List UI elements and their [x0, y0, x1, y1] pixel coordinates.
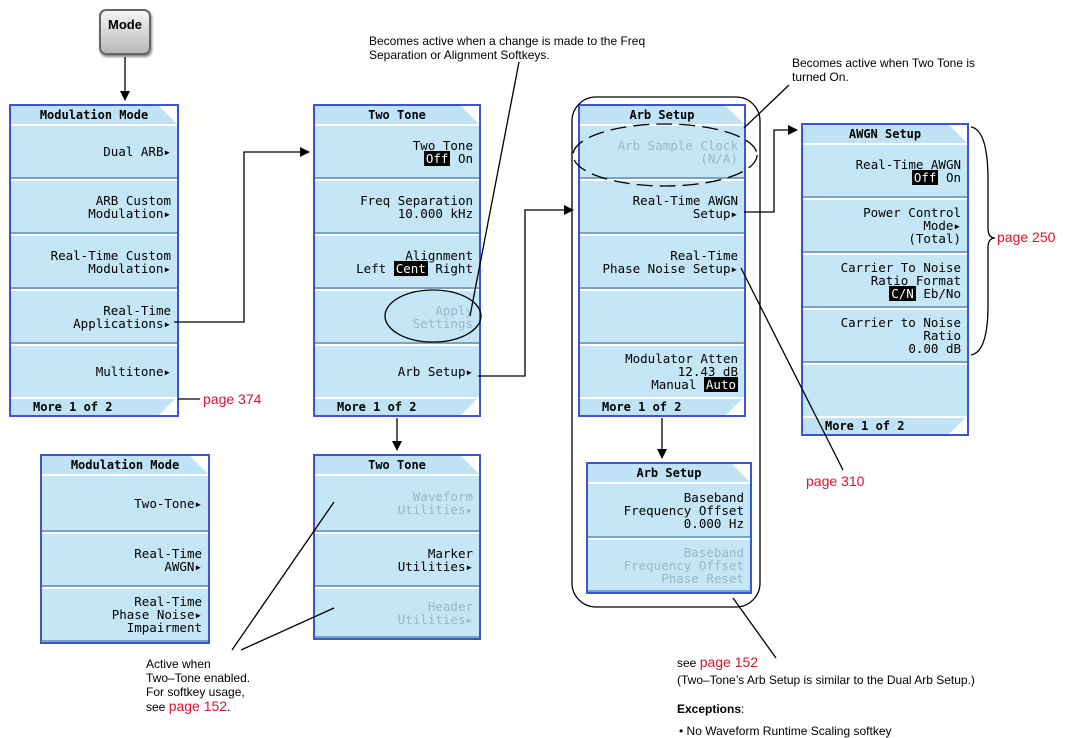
arrow-arb-setup-to-menu: [478, 205, 574, 377]
menu-title: AWGN Setup: [803, 125, 967, 144]
leader-see-page-152: [732, 597, 777, 659]
menu-title: Two Tone: [315, 106, 479, 125]
leader-two-tone-on-note: [743, 84, 790, 129]
softkey-arb-setup[interactable]: Arb Setup▸: [315, 344, 479, 399]
ref-page-152-a: page 152: [168, 698, 228, 714]
menu-title: Modulation Mode: [42, 456, 208, 475]
mode-label: Mode: [108, 17, 142, 32]
ref-page-310: page 310: [806, 473, 865, 489]
ref-page-250: page 250: [997, 229, 1056, 245]
softkey-blank: [580, 289, 744, 344]
arrow-awgn-setup-to-menu: [744, 125, 798, 213]
softkey-blank: [803, 363, 967, 418]
note-similar: (Two–Tone’s Arb Setup is similar to the …: [677, 673, 975, 687]
softkey-more[interactable]: More 1 of 2: [580, 397, 744, 415]
ref-page-152-b: page 152: [699, 654, 759, 670]
softkey-cn-ratio-format[interactable]: Carrier To Noise Ratio Format C/N Eb/No: [803, 253, 967, 308]
ref-page-374: page 374: [203, 391, 262, 407]
awgn-setup-menu: AWGN Setup Real-Time AWGN Off On Power C…: [801, 123, 969, 436]
mode-hardkey[interactable]: Mode: [99, 9, 151, 55]
brace-page-250: [970, 126, 996, 356]
softkey-more[interactable]: More 1 of 2: [803, 416, 967, 434]
softkey-alignment[interactable]: Alignment Left Cent Right: [315, 234, 479, 289]
arb-setup-menu: Arb Setup Arb Sample Clock(N/A) Real-Tim…: [578, 104, 746, 417]
menu-title: Modulation Mode: [11, 106, 177, 125]
menu-title: Arb Setup: [588, 464, 750, 483]
note-active-when: Active when Two–Tone enabled. For softke…: [146, 657, 251, 714]
note-freq-separation: Becomes active when a change is made to …: [369, 34, 646, 62]
two-tone-menu: Two Tone Two Tone Off On Freq Separation…: [313, 104, 481, 417]
note-exceptions: Exceptions:: [677, 702, 745, 716]
note-see-page: see page 152: [677, 654, 759, 670]
menu-title: Arb Setup: [580, 106, 744, 125]
softkey-arb-sample-clock[interactable]: Arb Sample Clock(N/A): [580, 124, 744, 179]
note-exception-item: • No Waveform Runtime Scaling softkey: [679, 724, 892, 738]
softkey-modulator-atten[interactable]: Modulator Atten 12.43 dB Manual Auto: [580, 344, 744, 399]
menu-title: Two Tone: [315, 456, 479, 475]
softkey-multitone[interactable]: Multitone▸: [11, 344, 177, 399]
softkey-more[interactable]: More 1 of 2: [11, 397, 177, 415]
softkey-realtime-awgn-toggle[interactable]: Real-Time AWGN Off On: [803, 143, 967, 198]
softkey-two-tone[interactable]: Two-Tone▸: [42, 474, 208, 532]
note-two-tone-on: Becomes active when Two Tone is turned O…: [792, 56, 975, 84]
softkey-dual-arb[interactable]: Dual ARB▸: [11, 124, 177, 179]
softkey-more[interactable]: More 1 of 2: [315, 397, 479, 415]
softkey-two-tone-toggle[interactable]: Two Tone Off On: [315, 124, 479, 179]
arrow-applications-to-two-tone: [174, 147, 310, 323]
